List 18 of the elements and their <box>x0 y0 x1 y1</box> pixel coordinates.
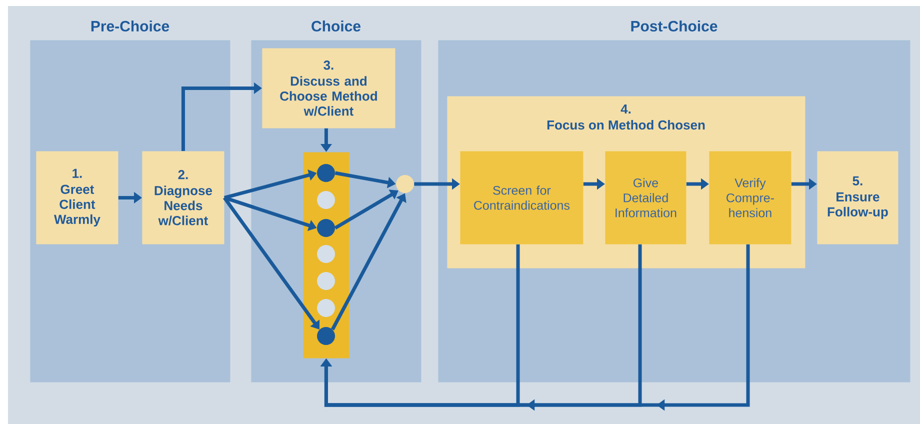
dot <box>317 245 335 263</box>
step-box: 3. Discuss and Choose Method w/Client <box>262 48 396 128</box>
node-label: Choice <box>312 20 360 32</box>
step-box: 1. Greet Client Warmly <box>36 151 118 244</box>
node-label: Pre-Choice <box>91 20 170 32</box>
dot <box>317 272 335 290</box>
arrow <box>223 196 320 330</box>
dot <box>317 191 335 209</box>
arrow <box>320 244 750 411</box>
junction-circle <box>396 175 414 193</box>
node-label: Post-Choice <box>631 20 718 32</box>
substep-box: Verify Compre- hension <box>709 151 792 244</box>
dot <box>317 327 335 345</box>
step-box: 2. Diagnose Needs w/Client <box>142 151 224 244</box>
substep-box: Give Detailed Information <box>605 151 686 244</box>
substep-box: Screen for Contraindications <box>460 151 584 244</box>
dot <box>317 299 335 317</box>
step-box: 5. Ensure Follow-up <box>817 151 898 244</box>
